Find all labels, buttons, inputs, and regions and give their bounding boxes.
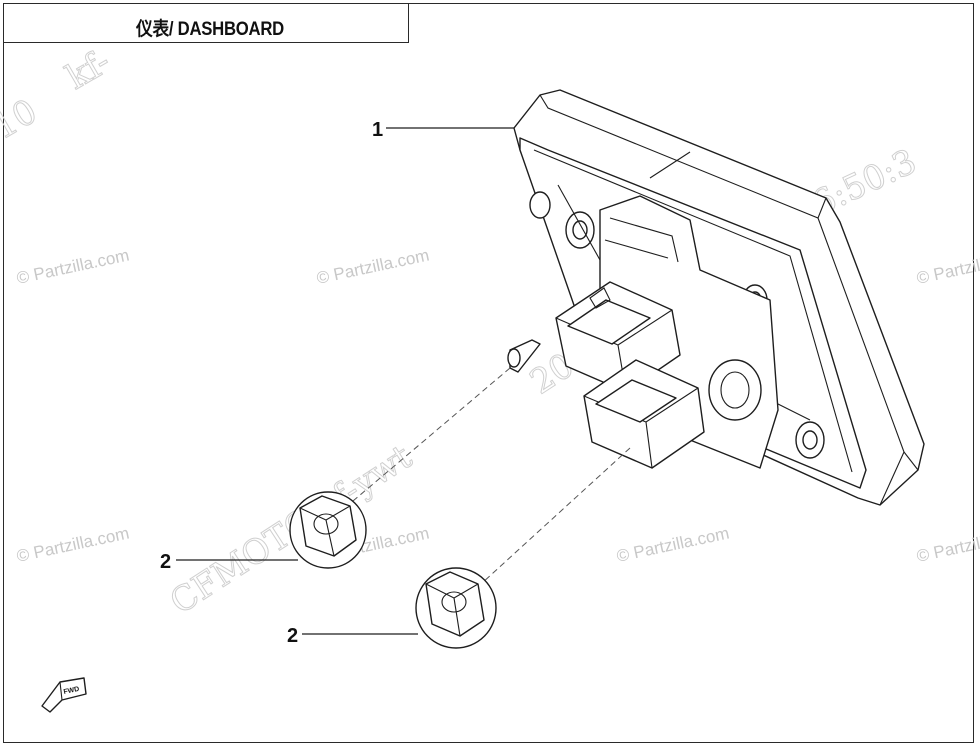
watermark-text: © Partzilla.com: [915, 524, 980, 566]
callout-number: 2: [160, 551, 171, 573]
diagram-frame: [3, 3, 974, 743]
watermark-text: © Partzilla.com: [15, 524, 131, 566]
callout-number: 2: [287, 625, 298, 647]
flange-nut-upper: [289, 491, 367, 569]
assembly-axis: [469, 447, 631, 595]
watermark-text: © Partzilla.com: [315, 246, 431, 288]
watermark-text: © Partzilla.com: [615, 524, 731, 566]
watermark-overlay: 10: [0, 92, 44, 148]
flange-nut-lower: [415, 567, 497, 649]
callout-2-lower: 2: [287, 625, 418, 647]
callout-number: 1: [372, 119, 383, 141]
callout-1: 1: [372, 119, 514, 141]
watermark-text: © Partzilla.com: [15, 246, 131, 288]
title-box: 仪表/ DASHBOARD: [3, 3, 409, 43]
callout-2-upper: 2: [160, 551, 298, 573]
forward-direction-icon: FWD: [41, 677, 87, 713]
dashboard-part: [507, 89, 925, 506]
diagram-title: 仪表/ DASHBOARD: [136, 19, 284, 40]
watermark-text: © Partzilla.com: [915, 246, 980, 288]
direction-label: FWD: [63, 686, 80, 696]
watermark-overlay: kf-: [60, 41, 118, 97]
assembly-axis: [339, 367, 511, 513]
